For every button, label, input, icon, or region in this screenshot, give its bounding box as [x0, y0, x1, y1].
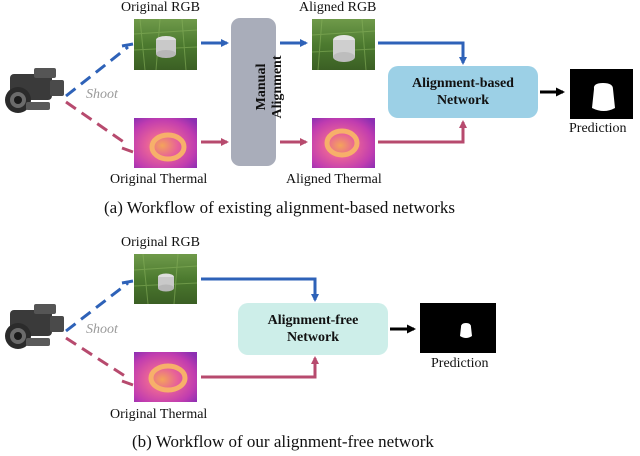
prediction-mask-image [420, 303, 496, 353]
original-rgb-label: Original RGB [121, 0, 200, 15]
shoot-line-thermal [65, 336, 129, 380]
aligned-thermal-label: Aligned Thermal [286, 172, 382, 187]
alignment-free-network-box [238, 303, 388, 355]
aligned-rgb-image [311, 18, 376, 71]
caption-a: (a) Workflow of existing alignment-based… [104, 198, 455, 217]
camera-icon [5, 68, 64, 113]
manual-alignment-box [231, 18, 276, 166]
network-label-line2: Network [436, 93, 490, 108]
aligned-rgb-label: Aligned RGB [299, 0, 377, 15]
shoot-line-rgb [65, 281, 129, 333]
shoot-label: Shoot [86, 87, 118, 102]
alignment-based-network-label: Alignment-based Network [388, 66, 538, 118]
manual-label-line2: Alignment [270, 55, 285, 119]
caption-b: (b) Workflow of our alignment-free netwo… [132, 432, 434, 451]
network-label-line1: Alignment-based [412, 76, 514, 91]
aligned-thermal-image [312, 118, 375, 168]
manual-alignment-label: Manual Alignment [254, 52, 286, 122]
shoot-line-thermal [65, 100, 129, 147]
camera-icon [5, 304, 64, 349]
original-thermal-image [134, 352, 197, 402]
original-thermal-label: Original Thermal [110, 172, 208, 187]
network-label-line2: Network [286, 330, 340, 345]
prediction-label: Prediction [569, 121, 627, 136]
shoot-label: Shoot [86, 322, 118, 337]
prediction-mask-image [570, 69, 633, 119]
prediction-label: Prediction [431, 356, 489, 371]
original-rgb-image [133, 18, 198, 71]
network-label-line1: Alignment-free [267, 313, 359, 328]
original-thermal-label: Original Thermal [110, 407, 208, 422]
alignment-free-network-label: Alignment-free Network [238, 303, 388, 355]
alignment-based-network-box [388, 66, 538, 118]
original-rgb-label: Original RGB [121, 235, 200, 250]
shoot-line-rgb [65, 45, 129, 98]
original-rgb-image [133, 253, 198, 305]
original-thermal-image [134, 118, 197, 168]
manual-label-line1: Manual [254, 63, 269, 111]
